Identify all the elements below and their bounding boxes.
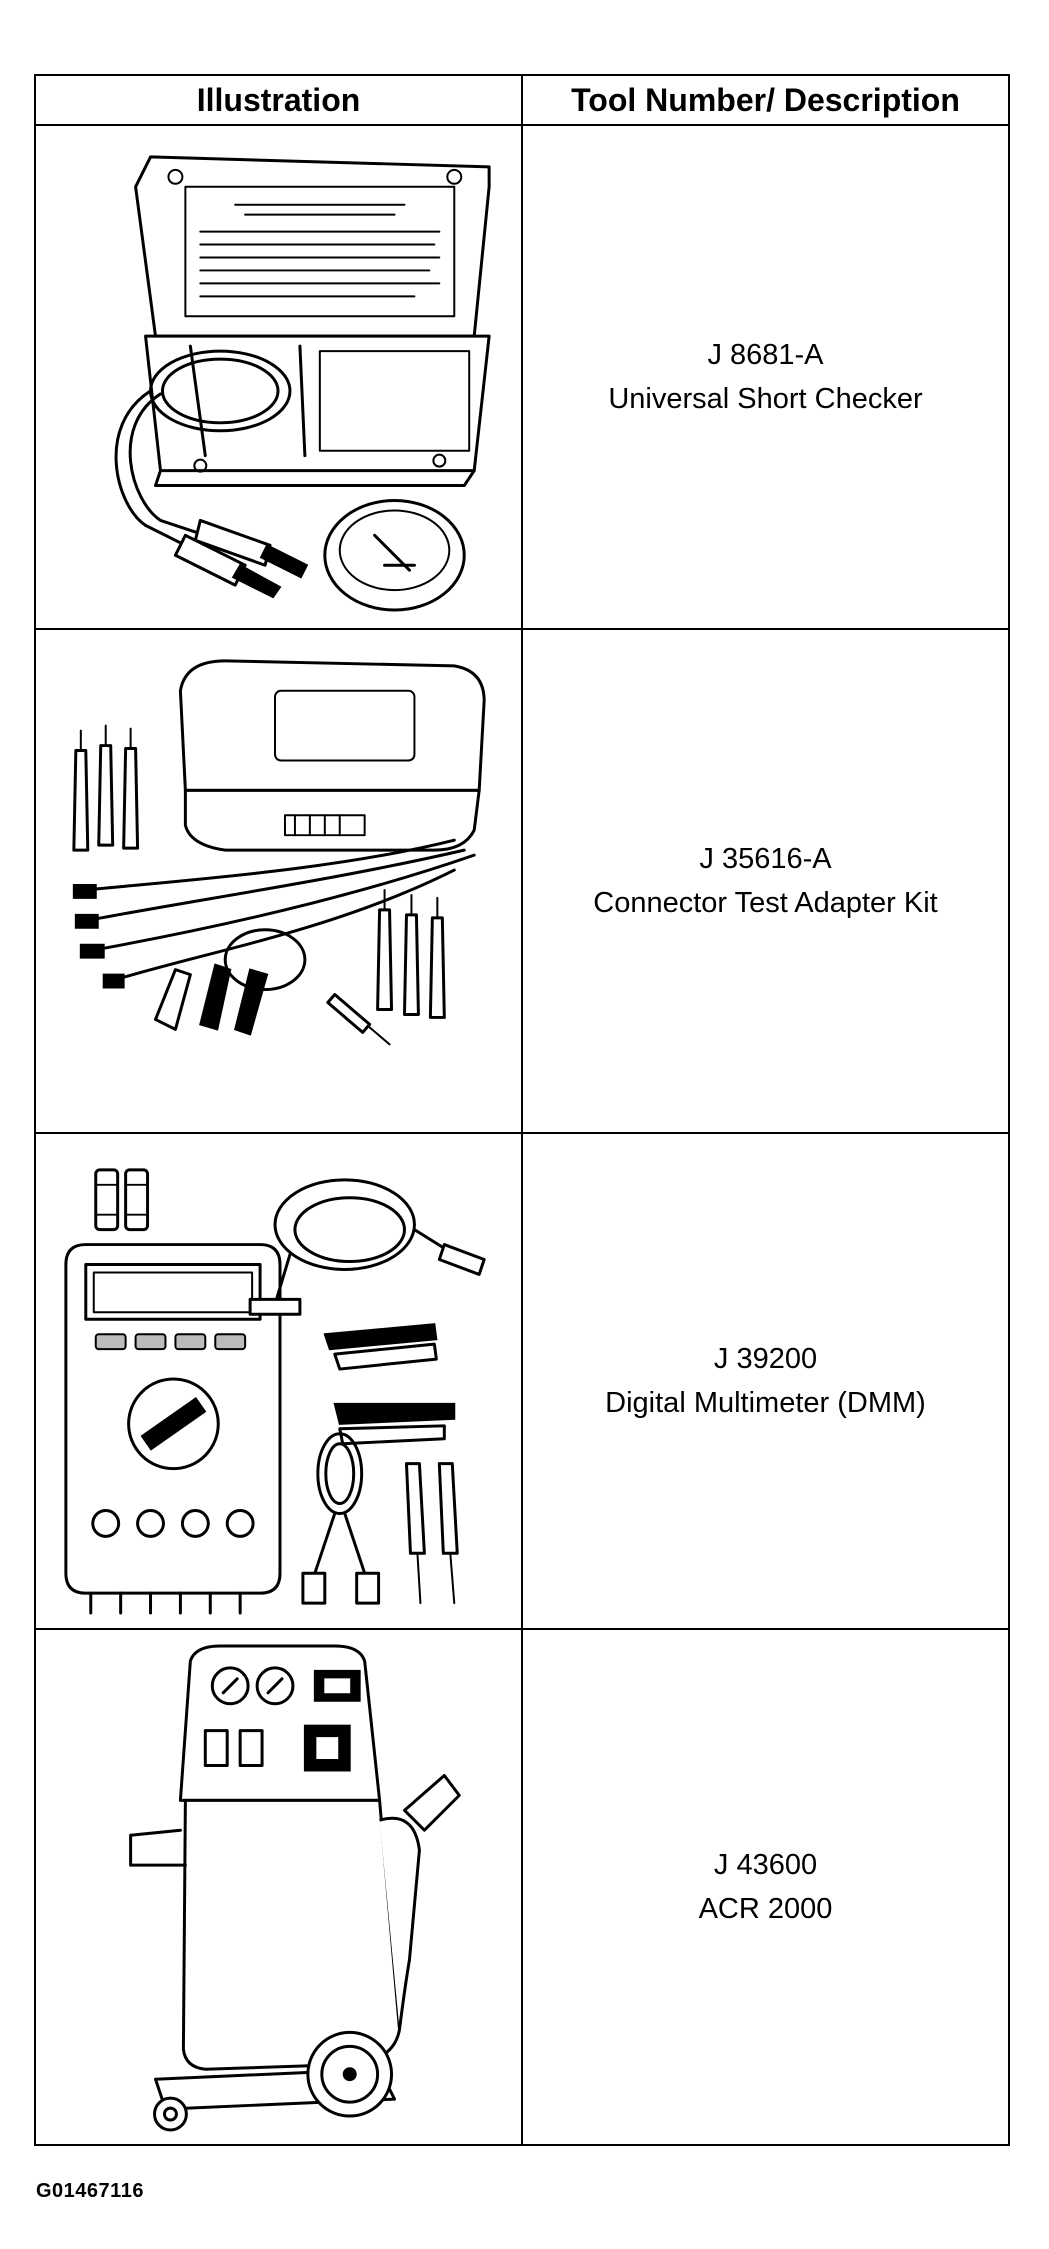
illustration-cell <box>34 1628 523 2146</box>
tool-name: Universal Short Checker <box>608 383 923 415</box>
tool-number: J 35616-A <box>699 843 832 875</box>
tool-name: ACR 2000 <box>698 1893 833 1925</box>
short-checker-kit-icon <box>114 155 491 612</box>
tool-table: Illustration Tool Number/ Description <box>34 74 1010 2146</box>
figure-id: G01467116 <box>36 2180 144 2202</box>
tool-name: Digital Multimeter (DMM) <box>605 1387 926 1419</box>
description-cell: J 35616-A Connector Test Adapter Kit <box>521 628 1010 1134</box>
table-row: J 35616-A Connector Test Adapter Kit <box>34 628 1010 1134</box>
header-tool-description: Tool Number/ Description <box>521 74 1010 126</box>
table-header-row: Illustration Tool Number/ Description <box>34 74 1010 126</box>
acr-2000-machine-icon <box>129 1644 461 2132</box>
connector-test-adapter-kit-icon <box>72 659 486 1046</box>
table-row: J 8681-A Universal Short Checker <box>34 124 1010 630</box>
description-cell: J 43600 ACR 2000 <box>521 1628 1010 2146</box>
illustration-cell <box>34 628 523 1134</box>
header-illustration: Illustration <box>34 74 523 126</box>
tool-number: J 8681-A <box>707 339 824 371</box>
tool-number: J 43600 <box>713 1849 818 1881</box>
table-row: J 43600 ACR 2000 <box>34 1628 1010 2146</box>
description-cell: J 39200 Digital Multimeter (DMM) <box>521 1132 1010 1630</box>
tool-name: Connector Test Adapter Kit <box>593 887 938 919</box>
illustration-cell <box>34 1132 523 1630</box>
description-cell: J 8681-A Universal Short Checker <box>521 124 1010 630</box>
table-row: J 39200 Digital Multimeter (DMM) <box>34 1132 1010 1630</box>
illustration-cell <box>34 124 523 630</box>
digital-multimeter-icon <box>64 1168 486 1615</box>
tool-number: J 39200 <box>713 1343 818 1375</box>
